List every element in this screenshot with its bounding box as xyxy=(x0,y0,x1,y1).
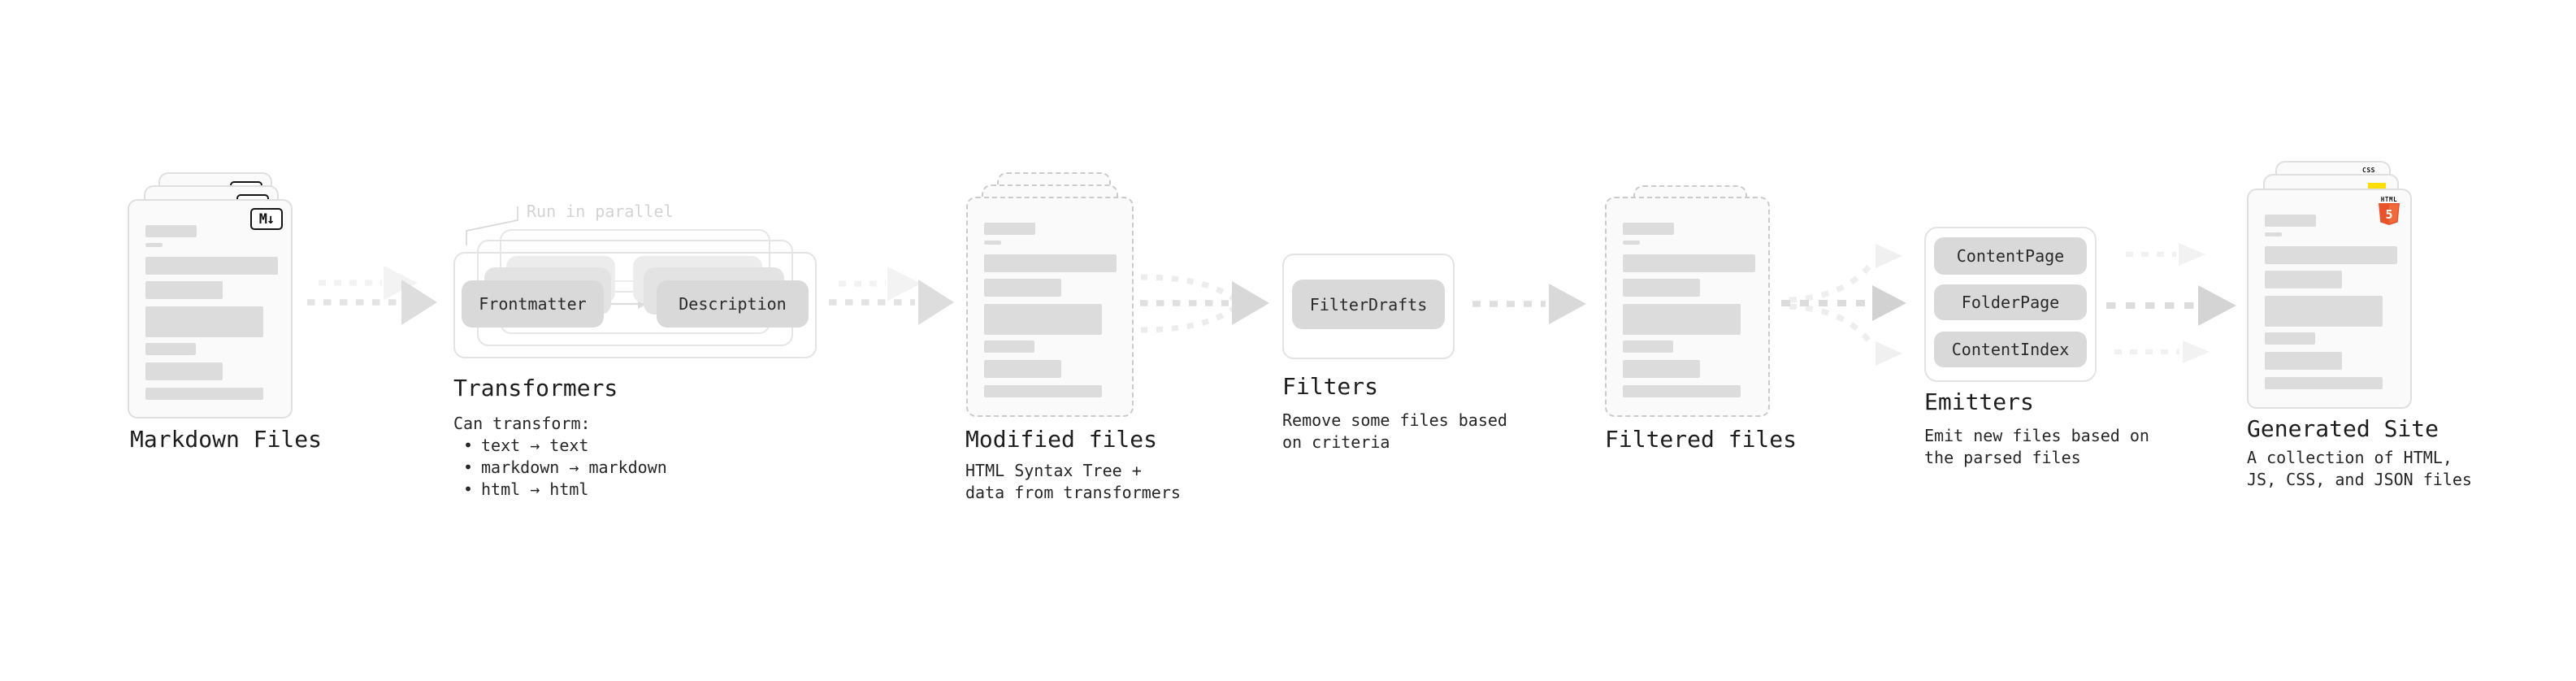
svg-text:5: 5 xyxy=(2385,207,2392,222)
filters-title: Filters xyxy=(1282,373,1379,400)
arrow-filters-to-filtered xyxy=(1472,284,1586,324)
transformers-description: Can transform: •text → text •markdown → … xyxy=(453,413,667,501)
placeholder-bar xyxy=(984,340,1034,353)
filtered-file-card-front xyxy=(1605,197,1770,417)
emitter-pill-contentindex: ContentIndex xyxy=(1934,332,2087,367)
arrow-markdown-to-transformers xyxy=(307,266,437,325)
generated-site-label: Generated Site xyxy=(2247,415,2439,442)
generated-file-card-html: HTML 5 xyxy=(2247,189,2412,409)
markdown-icon: M↓ xyxy=(250,208,283,230)
placeholder-bar xyxy=(984,385,1102,397)
transformers-description-heading: Can transform: xyxy=(453,414,591,433)
placeholder-bar xyxy=(145,343,196,355)
emitter-pill-folderpage: FolderPage xyxy=(1934,284,2087,320)
filter-pill-filterdrafts: FilterDrafts xyxy=(1292,280,1445,329)
arrow-filtered-to-emitters xyxy=(1781,244,1906,366)
emitters-box xyxy=(1924,227,2097,382)
placeholder-bar xyxy=(2265,246,2397,264)
placeholder-bar xyxy=(145,306,263,337)
placeholder-bar xyxy=(145,243,163,247)
transformer-box-front xyxy=(453,252,817,358)
placeholder-bar xyxy=(2265,296,2383,327)
placeholder-bar xyxy=(1623,279,1700,297)
modified-files-description: HTML Syntax Tree + data from transformer… xyxy=(965,461,1181,502)
transform-bullet: •html → html xyxy=(463,479,589,499)
placeholder-bar xyxy=(1623,385,1741,397)
placeholder-bar xyxy=(1623,254,1755,272)
placeholder-bar xyxy=(984,279,1061,297)
placeholder-bar xyxy=(145,362,223,380)
placeholder-bar xyxy=(145,281,223,299)
placeholder-bar xyxy=(984,223,1035,235)
placeholder-bar xyxy=(2265,232,2282,236)
transform-bullet: •markdown → markdown xyxy=(463,458,667,477)
run-in-parallel-leader-line xyxy=(466,206,518,245)
arrow-modified-to-filters xyxy=(1140,274,1269,333)
filters-description: Remove some files based on criteria xyxy=(1282,410,1507,452)
markdown-files-label: Markdown Files xyxy=(130,426,323,453)
generated-site-description: A collection of HTML, JS, CSS, and JSON … xyxy=(2247,448,2472,489)
placeholder-bar xyxy=(2265,352,2342,370)
transform-bullet: •text → text xyxy=(463,436,589,455)
placeholder-bar xyxy=(2265,332,2315,345)
run-in-parallel-annotation: Run in parallel xyxy=(527,202,674,221)
modified-files-label: Modified files xyxy=(965,426,1158,453)
placeholder-bar xyxy=(1623,304,1741,335)
emitters-title: Emitters xyxy=(1924,388,2034,415)
placeholder-bar xyxy=(984,304,1102,335)
transformer-pill-frontmatter: Frontmatter xyxy=(462,280,604,327)
placeholder-bar xyxy=(2265,215,2316,227)
placeholder-bar xyxy=(145,225,197,237)
placeholder-bar xyxy=(1623,223,1674,235)
placeholder-bar xyxy=(145,388,263,400)
placeholder-bar xyxy=(984,360,1061,378)
placeholder-bar xyxy=(984,254,1117,272)
placeholder-bar xyxy=(984,241,1001,245)
placeholder-bar xyxy=(1623,360,1700,378)
modified-file-card-front xyxy=(966,197,1134,417)
transformers-title: Transformers xyxy=(453,375,618,401)
placeholder-bar xyxy=(2265,271,2342,288)
placeholder-bar xyxy=(1623,241,1640,245)
filters-box xyxy=(1282,254,1455,359)
placeholder-bar xyxy=(145,257,278,275)
emitter-pill-contentpage: ContentPage xyxy=(1934,237,2087,275)
emitters-description: Emit new files based on the parsed files xyxy=(1924,426,2149,467)
arrow-transformers-to-modified xyxy=(829,267,954,325)
placeholder-bar xyxy=(2265,377,2383,389)
placeholder-bar xyxy=(1623,340,1673,353)
transformer-pill-description: Description xyxy=(657,280,809,327)
html5-icon: HTML 5 xyxy=(2378,196,2400,225)
markdown-file-card-front: M↓ xyxy=(128,199,293,419)
arrow-emitters-to-generated xyxy=(2106,243,2236,363)
filtered-files-label: Filtered files xyxy=(1605,426,1798,453)
